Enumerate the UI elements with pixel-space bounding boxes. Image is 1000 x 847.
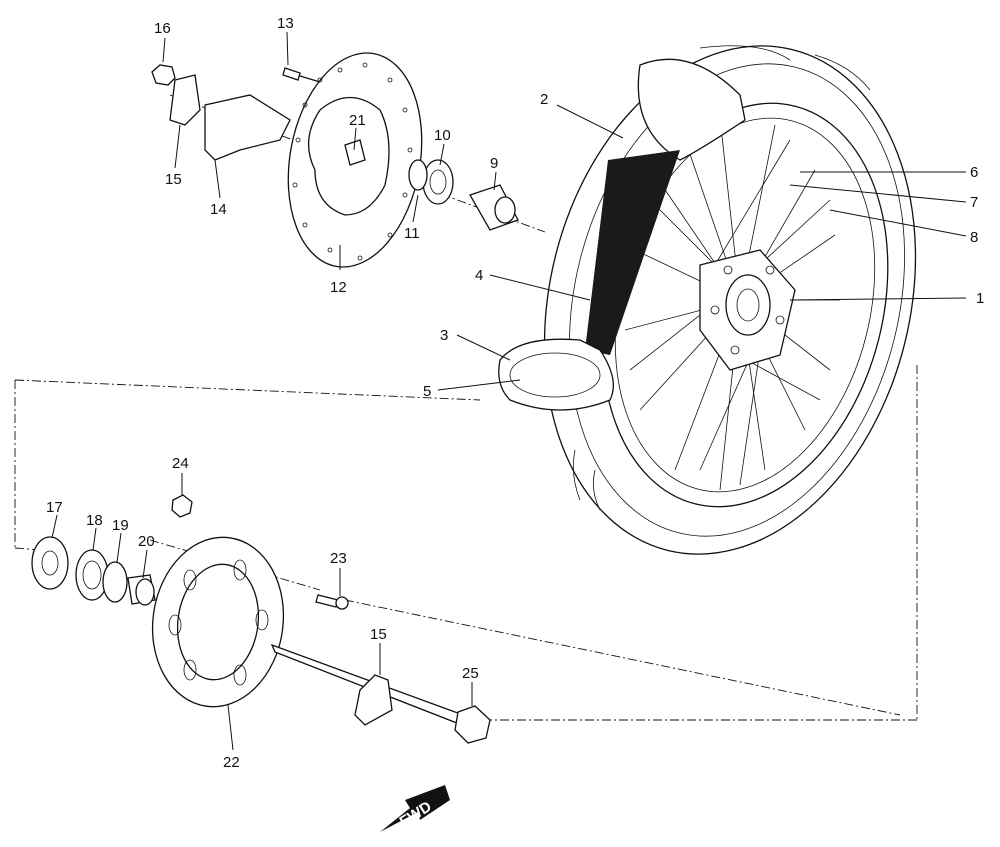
wheel-assembly: [498, 45, 917, 555]
callout-15-lower: 15: [370, 626, 387, 643]
callout-7: 7: [970, 194, 978, 211]
callout-16: 16: [154, 20, 171, 37]
wheel-hub: [699, 249, 796, 371]
callout-6: 6: [970, 164, 978, 181]
nut-24: [171, 494, 193, 518]
callout-13: 13: [277, 15, 294, 32]
callout-12: 12: [330, 279, 347, 296]
bearing-17: [31, 536, 69, 590]
bolt-13: [282, 67, 321, 83]
callout-21: 21: [349, 112, 366, 129]
mount-bracket-lower: [354, 674, 393, 726]
assembly-outline: [14, 365, 918, 721]
tire-inner-line: [569, 63, 905, 537]
callout-15: 15: [165, 171, 182, 188]
brake-disc: [287, 52, 423, 268]
disc-holes: [292, 62, 413, 261]
caliper-bracket: [204, 94, 291, 161]
seal-11: [408, 159, 428, 191]
sprocket-22: [151, 536, 285, 708]
seal-19: [102, 561, 128, 603]
tire-cutaway-top: [637, 58, 746, 161]
callout-2: 2: [540, 91, 548, 108]
inner-tube-opening: [509, 352, 601, 398]
axle-head: [454, 705, 491, 744]
bolt-23: [315, 594, 339, 608]
callout-18: 18: [86, 512, 103, 529]
callout-4: 4: [475, 267, 483, 284]
callout-19: 19: [112, 517, 129, 534]
callout-5: 5: [423, 383, 431, 400]
callout-17: 17: [46, 499, 63, 516]
tire-cutaway-bottom: [498, 338, 614, 411]
callout-14: 14: [210, 201, 227, 218]
bearing-10: [422, 159, 454, 205]
callout-22: 22: [223, 754, 240, 771]
callout-labels: 1 2 3 4 5 6 7 8 9 10 11 12 13 14 15 16 1…: [46, 15, 984, 771]
callout-20: 20: [138, 533, 155, 550]
callout-8: 8: [970, 229, 978, 246]
callout-11: 11: [404, 225, 420, 242]
mount-bracket-top: [169, 74, 201, 126]
callout-10: 10: [434, 127, 451, 144]
callout-24: 24: [172, 455, 189, 472]
callout-9: 9: [490, 155, 498, 172]
tire-tread-marks: [572, 45, 871, 511]
nut-top: [151, 64, 176, 86]
callout-3: 3: [440, 327, 448, 344]
callout-23: 23: [330, 550, 347, 567]
callout-1: 1: [976, 290, 984, 307]
tire-section-band: [585, 150, 680, 355]
leader-lines: [51, 31, 967, 751]
callout-25: 25: [462, 665, 479, 682]
fwd-arrow: FWD: [380, 785, 450, 832]
